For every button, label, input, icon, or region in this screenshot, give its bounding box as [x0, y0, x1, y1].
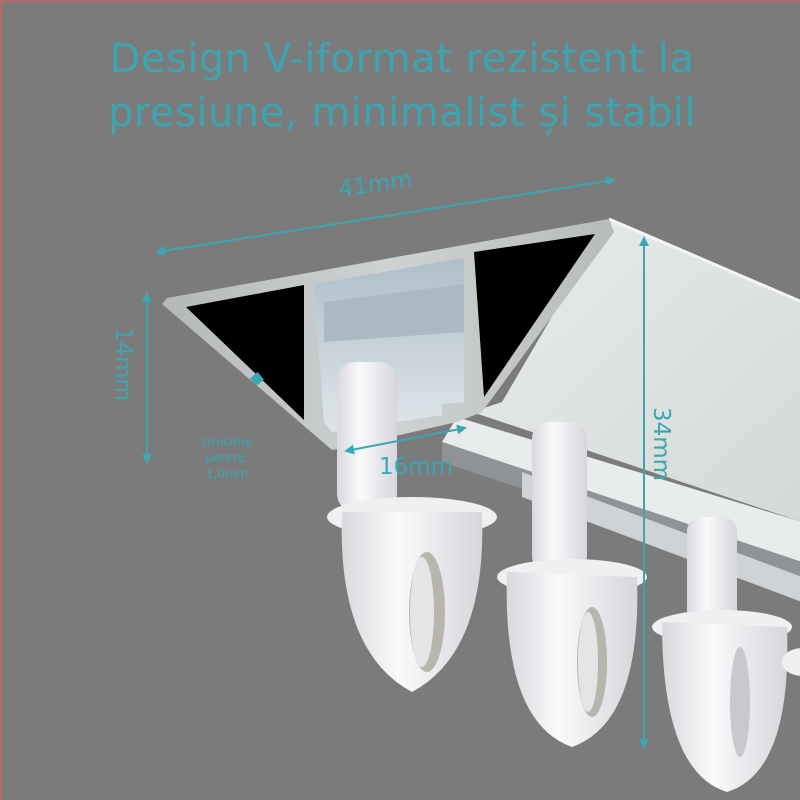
dim-line-41mm: [155, 176, 616, 256]
headline: Design V-iformat rezistent la presiune, …: [2, 32, 800, 140]
left-cavity: [186, 285, 304, 420]
dimension-label-total-height: 34mm: [648, 407, 674, 482]
headline-line-2: presiune, minimalist și stabil: [107, 90, 697, 136]
rail-side-face: [472, 217, 800, 522]
wall-thickness-note: Grosime perete: 1,0mm: [182, 434, 272, 482]
right-cavity: [474, 234, 595, 397]
hook-3: [652, 517, 792, 792]
dim-line-16mm: [344, 424, 467, 455]
wall-note-line-3: 1,0mm: [205, 467, 249, 481]
headline-line-1: Design V-iformat rezistent la: [109, 36, 695, 82]
hook-4-partial: [782, 648, 800, 676]
wall-note-line-2: perete:: [205, 451, 249, 465]
dimension-label-channel-width: 16mm: [379, 454, 454, 480]
wall-note-line-1: Grosime: [202, 435, 252, 449]
dimension-label-profile-height: 14mm: [110, 327, 136, 402]
hook-2: [497, 422, 647, 747]
